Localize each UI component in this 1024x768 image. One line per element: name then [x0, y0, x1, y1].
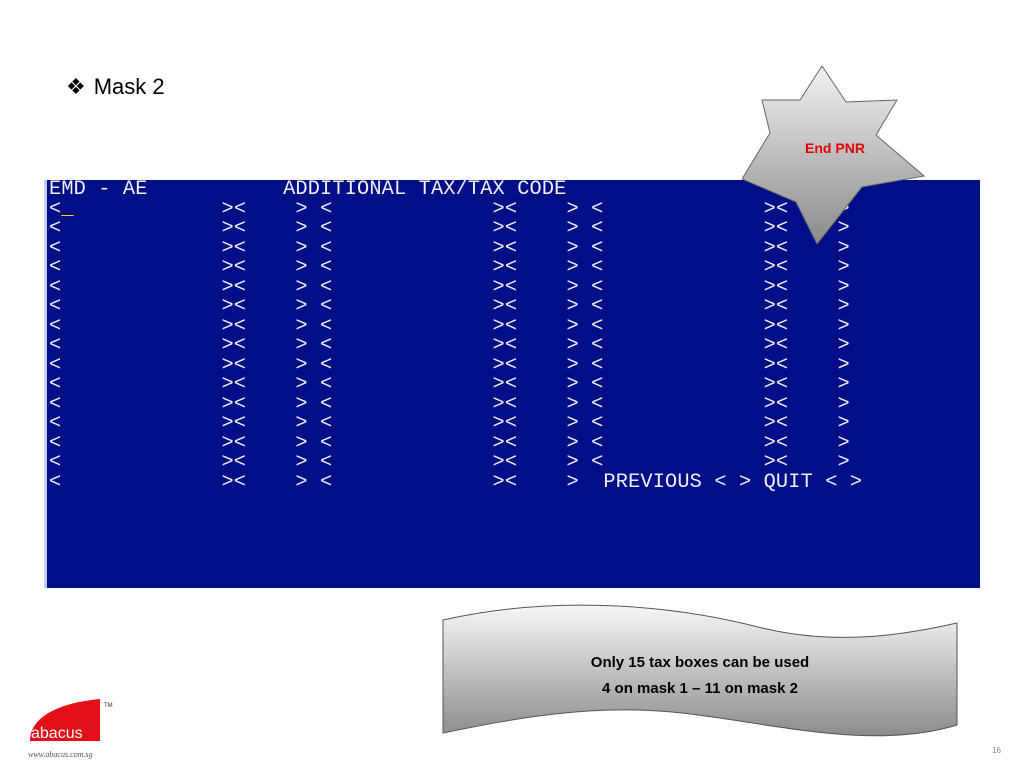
- logo-text: abacus: [31, 725, 83, 742]
- end-pnr-label: End PNR: [805, 140, 865, 156]
- abacus-logo: abacus: [30, 699, 100, 742]
- banner-line-2: 4 on mask 1 – 11 on mask 2: [602, 680, 798, 697]
- end-pnr-star-callout: [742, 66, 926, 244]
- banner-line-1: Only 15 tax boxes can be used: [590, 654, 810, 671]
- trademark: TM: [104, 703, 113, 709]
- terminal-text[interactable]: EMD - AE ADDITIONAL TAX/TAX CODE <_ >< >…: [49, 178, 863, 494]
- page-number: 16: [992, 746, 1001, 755]
- title-text: Mask 2: [93, 74, 165, 99]
- website-url: www.abacus.com.sg: [28, 750, 93, 759]
- bullet-icon: ❖: [66, 74, 86, 99]
- tax-boxes-banner: [442, 604, 958, 737]
- slide-title: ❖ Mask 2: [66, 74, 165, 100]
- input-cursor: _: [61, 197, 74, 221]
- terminal-screen[interactable]: EMD - AE ADDITIONAL TAX/TAX CODE <_ >< >…: [44, 178, 980, 588]
- banner-text: Only 15 tax boxes can be used 4 on mask …: [442, 650, 958, 702]
